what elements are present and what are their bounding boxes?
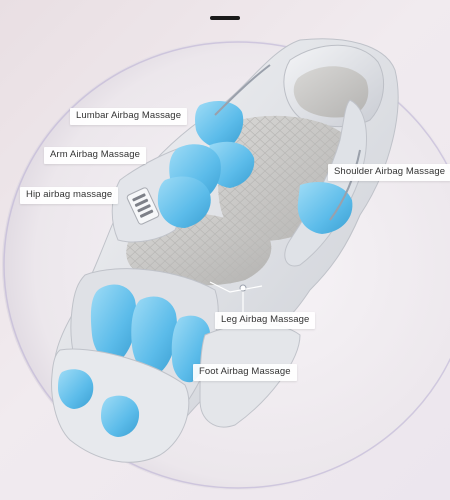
control-button (134, 198, 149, 207)
chrome-trim (329, 149, 361, 221)
arm-airbag-label: Arm Airbag Massage (44, 147, 146, 164)
leg-airbag (131, 296, 178, 375)
lumbar-airbag (195, 100, 244, 149)
chrome-trim (214, 64, 271, 116)
top-indicator-bar (210, 16, 240, 20)
leg-airbag (90, 284, 137, 363)
foot-airbag-label: Foot Airbag Massage (193, 364, 297, 381)
hip-airbag-label: Hip airbag massage (20, 187, 119, 204)
control-button (137, 204, 151, 213)
control-button (132, 193, 146, 202)
shoulder-airbag-label: Shoulder Airbag Massage (328, 164, 450, 181)
leg-callout-bracket (209, 281, 263, 293)
platform-rim-glow (3, 41, 450, 489)
control-button (139, 209, 154, 218)
control-panel (126, 187, 160, 225)
foot-airbag (58, 369, 94, 409)
lumbar-airbag-label: Lumbar Airbag Massage (70, 108, 188, 125)
leg-airbag-label: Leg Airbag Massage (215, 312, 316, 329)
foot-airbag (101, 395, 140, 437)
hip-airbag (157, 176, 211, 228)
shoulder-airbag (297, 181, 353, 234)
